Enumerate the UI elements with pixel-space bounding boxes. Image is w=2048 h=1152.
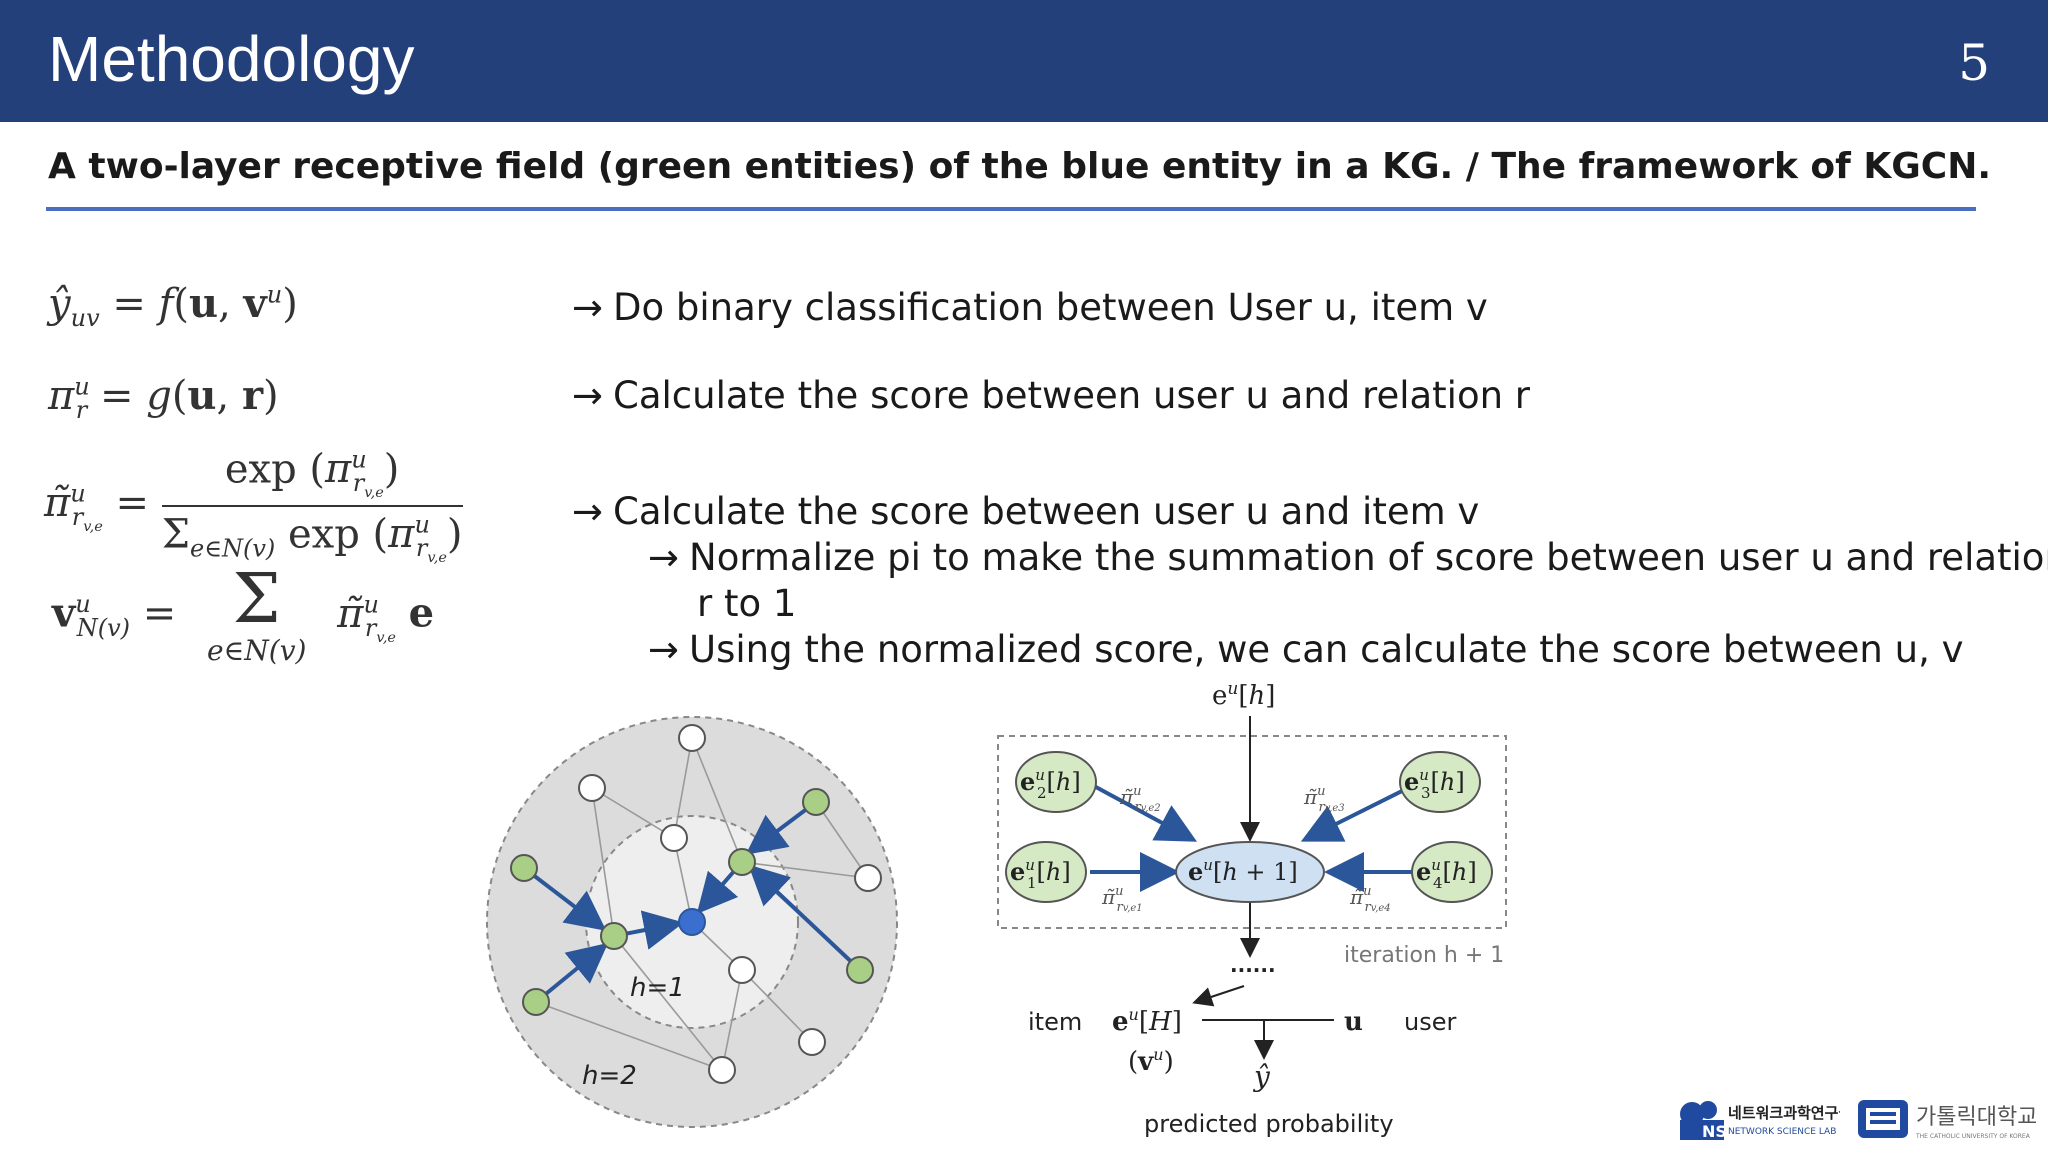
bullet-normalize: →Normalize pi to make the summation of s…: [648, 536, 2048, 579]
arrow-icon: →: [648, 536, 680, 579]
bullet-normalize-cont: r to 1: [697, 582, 797, 625]
arrow-icon: →: [648, 628, 680, 671]
svg-text:NETWORK SCIENCE LAB: NETWORK SCIENCE LAB: [1728, 1127, 1836, 1137]
svg-text:THE CATHOLIC UNIVERSITY OF KOR: THE CATHOLIC UNIVERSITY OF KOREA: [1915, 1133, 2031, 1140]
header-bar: Methodology 5: [0, 0, 2048, 122]
catholic-university-logo: 가톨릭대학교 THE CATHOLIC UNIVERSITY OF KOREA: [1856, 1096, 2037, 1142]
h2-label: h=2: [582, 1061, 637, 1091]
svg-text:π̃urv,e4: π̃urv,e4: [1349, 884, 1391, 915]
node-e3: [1399, 751, 1481, 813]
item-embedding-label: eu[H]: [1112, 1005, 1182, 1037]
bullet-relation-score: →Calculate the score between user u and …: [572, 374, 1531, 417]
arrow-icon: →: [572, 286, 604, 329]
user-vector-label: u: [1344, 1007, 1363, 1037]
page-title: Methodology: [48, 23, 415, 95]
item-vector-label: (vu): [1128, 1045, 1174, 1077]
equation-prediction: ŷuv = f(u, vu): [48, 280, 298, 332]
svg-text:가톨릭대학교: 가톨릭대학교: [1916, 1105, 2036, 1130]
svg-text:π̃urv,e1: π̃urv,e1: [1101, 884, 1143, 915]
svg-text:NS: NS: [1702, 1122, 1727, 1141]
iteration-label: iteration h + 1: [1344, 943, 1504, 968]
svg-text:π̃urv,e3: π̃urv,e3: [1303, 784, 1345, 815]
svg-text:eu[h + 1]: eu[h + 1]: [1188, 856, 1298, 886]
lab-mark-icon: NS 네트워크과학연구실 NETWORK SCIENCE LAB: [1680, 1101, 1852, 1141]
item-label: item: [1028, 1008, 1082, 1036]
top-embedding-label: eu[h]: [1212, 679, 1275, 711]
iteration-box: [997, 735, 1507, 929]
svg-text:네트워크과학연구실: 네트워크과학연구실: [1728, 1104, 1840, 1122]
kgcn-aggregation-arrows: [1090, 784, 1416, 892]
h1-label: h=1: [630, 973, 685, 1003]
kg-white-nodes: [578, 724, 882, 1084]
bullet-item-score: →Calculate the score between user u and …: [572, 490, 1480, 533]
slide-subtitle: A two-layer receptive field (green entit…: [48, 146, 1992, 187]
node-e4: [1411, 841, 1493, 903]
prediction-label: predicted probability: [1144, 1110, 1394, 1138]
node-center-next: [1175, 841, 1325, 903]
ellipsis-dots: ......: [1230, 953, 1276, 977]
kg-green-nodes: [510, 788, 874, 1016]
bullet-normalized-usage: →Using the normalized score, we can calc…: [648, 628, 1964, 671]
arrow-icon: →: [572, 374, 604, 417]
node-e2: [1015, 751, 1097, 813]
equation-relation-score: πur = g(u, r): [48, 372, 279, 424]
arrow-icon: →: [572, 490, 604, 533]
subtitle-divider: [46, 207, 1976, 211]
bullet-binary-classification: →Do binary classification between User u…: [572, 286, 1488, 329]
svg-text:π̃urv,e2: π̃urv,e2: [1119, 784, 1161, 815]
network-science-lab-logo: NS 네트워크과학연구실 NETWORK SCIENCE LAB: [1676, 1096, 1852, 1142]
kg-node-target-blue: [678, 908, 706, 936]
user-label: user: [1404, 1008, 1456, 1036]
kg-receptive-field-diagram: h=1 h=2: [486, 716, 898, 1128]
page-number: 5: [1958, 34, 1990, 92]
node-e1: [1005, 841, 1087, 903]
university-emblem-icon: 가톨릭대학교 THE CATHOLIC UNIVERSITY OF KOREA: [1858, 1100, 2037, 1140]
y-hat-symbol: ŷ: [1252, 1060, 1271, 1093]
equation-normalized-score: π̃urv,e = exp (πurv,e) Σe∈N(v) exp (πurv…: [44, 446, 463, 567]
